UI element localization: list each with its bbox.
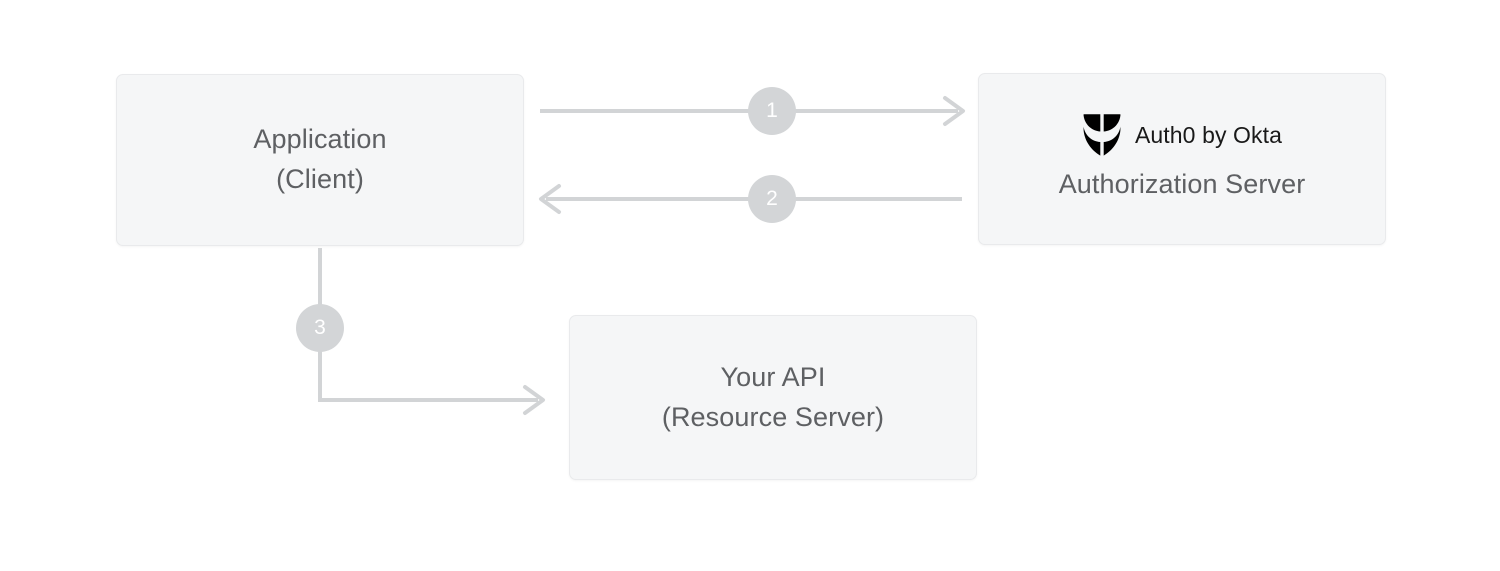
step-badge-1: 1 (748, 87, 796, 135)
your-api-subtitle: (Resource Server) (661, 401, 885, 432)
authorization-server-title: Authorization Server (1058, 169, 1306, 200)
step-badge-3: 3 (296, 304, 344, 352)
your-api-title: Your API (720, 361, 826, 392)
node-authorization-server[interactable]: Auth0 by Okta Authorization Server (978, 73, 1386, 245)
step-badge-2: 2 (748, 175, 796, 223)
node-your-api-resource-server[interactable]: Your API (Resource Server) (569, 315, 977, 480)
auth0-brand-lockup: Auth0 by Okta (1082, 113, 1282, 157)
application-subtitle: (Client) (276, 164, 364, 194)
auth0-shield-icon (1083, 114, 1121, 156)
node-application-client[interactable]: Application (Client) (116, 74, 524, 246)
auth0-brand-text: Auth0 by Okta (1134, 121, 1283, 148)
application-title: Application (253, 124, 387, 155)
arrow-step-3 (318, 248, 545, 415)
